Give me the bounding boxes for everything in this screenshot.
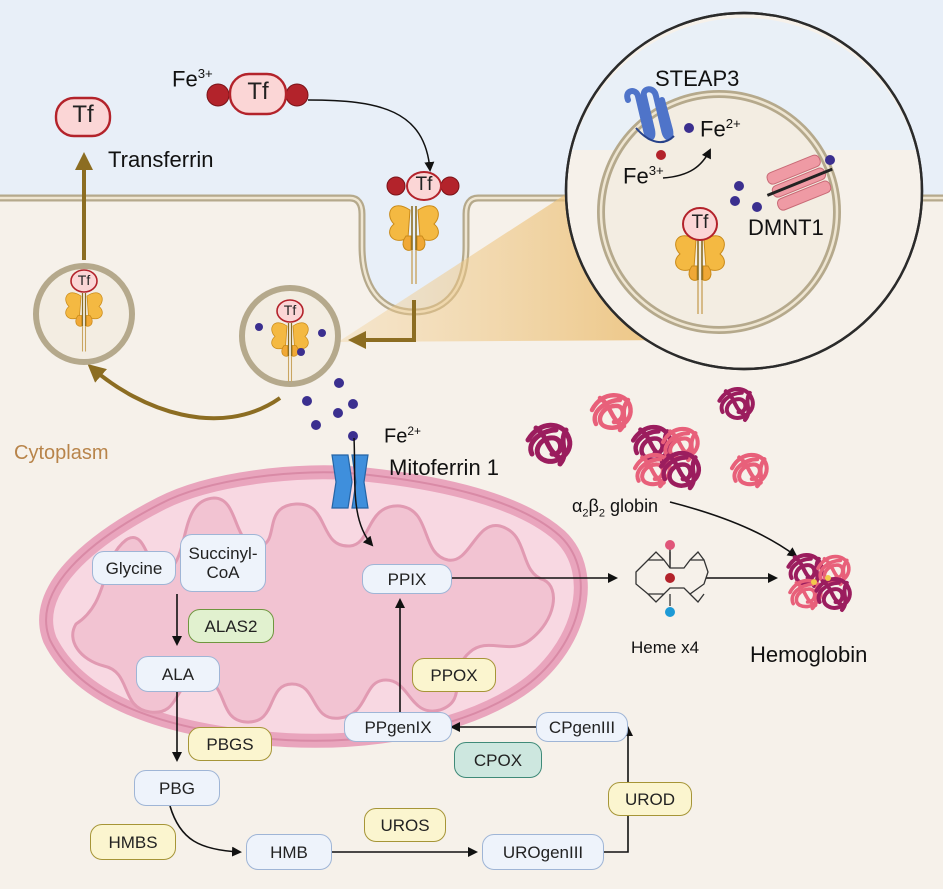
endosome-acidified [239, 285, 341, 387]
tf-label-incoming: Tf [247, 78, 269, 105]
dmnt1-channel [766, 154, 833, 211]
pbg-node: PBG [134, 770, 220, 806]
urod-enzyme: UROD [608, 782, 692, 816]
pbgs-enzyme: PBGS [188, 727, 272, 761]
uros-enzyme: UROS [364, 808, 446, 842]
mitoferrin-1 [331, 454, 369, 509]
steap3-label: STEAP3 [655, 66, 740, 91]
ppox-enzyme: PPOX [412, 658, 496, 692]
ppix-node: PPIX [362, 564, 452, 594]
hemoglobin-label: Hemoglobin [750, 642, 868, 667]
tf-label-endosome-left: Tf [77, 272, 91, 288]
alas2-enzyme: ALAS2 [188, 609, 274, 643]
dmnt1-label: DMNT1 [748, 215, 824, 240]
ala-node: ALA [136, 656, 220, 692]
globin-label: α2β2 globin [572, 496, 659, 520]
cpox-enzyme: CPOX [454, 742, 542, 778]
apo-transferrin [54, 96, 112, 138]
cpgen-node: CPgenIII [536, 712, 628, 742]
fe3-label-endosome: Fe3+ [623, 163, 664, 189]
hmbs-enzyme: HMBS [90, 824, 176, 860]
steap3-protein [624, 86, 675, 144]
endosome-recycling [33, 263, 135, 365]
glycine-node: Glycine [92, 551, 176, 585]
holo-transferrin [206, 72, 309, 116]
hemoglobin-molecule [788, 555, 849, 610]
fe2-label-endosome: Fe2+ [700, 116, 741, 142]
urogen-node: UROgenIII [482, 834, 604, 870]
fe2-ions [302, 378, 358, 441]
tf-label-apo: Tf [72, 101, 94, 128]
ppgen-node: PPgenIX [344, 712, 452, 742]
heme-label: Heme x4 [631, 638, 700, 657]
hmb-node: HMB [246, 834, 332, 870]
mitoferrin-label: Mitoferrin 1 [389, 455, 500, 480]
fe2-label-cytoplasm: Fe2+ [384, 424, 422, 448]
succinyl-coa-node: Succinyl-CoA [180, 534, 266, 592]
cytoplasm-label: Cytoplasm [14, 442, 109, 464]
tf-label-membrane: Tf [415, 174, 433, 195]
fe3-label-extracellular: Fe3+ [172, 66, 213, 92]
transferrin-label: Transferrin [108, 147, 214, 172]
tf-label-endosome-mid: Tf [283, 302, 297, 318]
tf-label-magnified: Tf [691, 212, 709, 233]
